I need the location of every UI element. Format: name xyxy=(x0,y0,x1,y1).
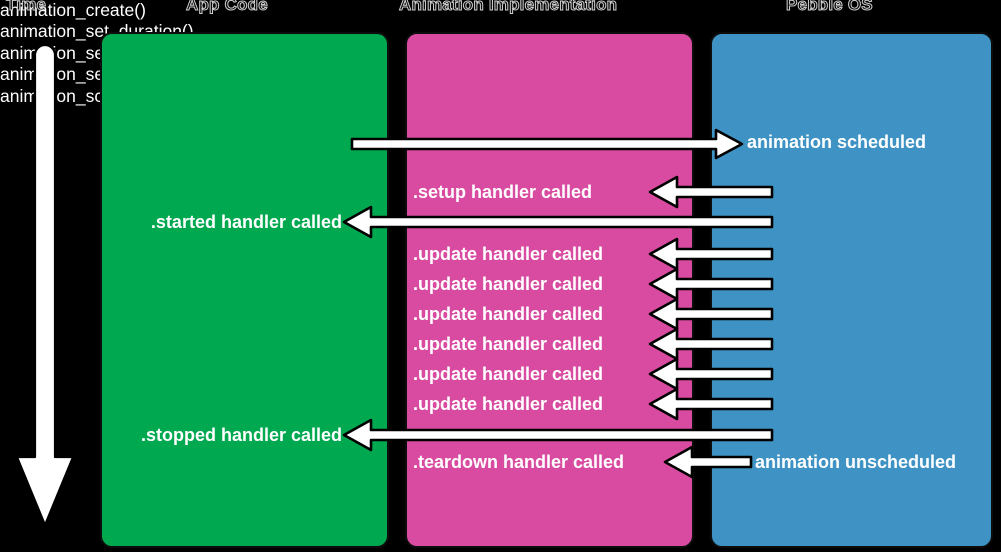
arrow-update-handler-3 xyxy=(648,297,774,331)
time-down-arrow-icon xyxy=(17,43,75,527)
arrow-update-handler-5 xyxy=(648,357,774,391)
column-header-time-label: Time xyxy=(5,0,47,15)
label-animation-unscheduled: animation unscheduled xyxy=(755,452,957,472)
arrow-update-handler-1 xyxy=(648,237,774,271)
lane-app-code xyxy=(100,32,389,548)
label-teardown-handler: .teardown handler called xyxy=(413,452,625,472)
label-update-handler-3: .update handler called xyxy=(413,304,604,324)
column-header-pebble-os: Pebble OS xyxy=(786,0,874,15)
arrow-started-handler xyxy=(342,205,774,239)
column-header-pebble-os-label: Pebble OS xyxy=(786,0,874,15)
arrow-stopped-handler xyxy=(342,418,774,452)
label-stopped-handler: .stopped handler called xyxy=(140,425,342,445)
label-update-handler-4: .update handler called xyxy=(413,334,604,354)
arrow-teardown-handler xyxy=(663,445,753,479)
label-animation-scheduled: animation scheduled xyxy=(747,132,927,152)
column-header-time: Time xyxy=(5,0,47,15)
label-started-handler: .started handler called xyxy=(150,212,342,232)
lane-animation-implementation xyxy=(405,32,694,548)
column-header-animation-implementation: Animation Implementation xyxy=(398,0,618,15)
column-header-app-code: App Code xyxy=(186,0,269,15)
app-call-item: animation_create() xyxy=(0,0,146,20)
arrow-update-handler-4 xyxy=(648,327,774,361)
label-update-handler-6: .update handler called xyxy=(413,394,604,414)
label-update-handler-1: .update handler called xyxy=(413,244,604,264)
column-header-animation-implementation-label: Animation Implementation xyxy=(398,0,618,15)
label-update-handler-5: .update handler called xyxy=(413,364,604,384)
label-update-handler-2: .update handler called xyxy=(413,274,604,294)
label-setup-handler: .setup handler called xyxy=(413,182,593,202)
arrow-update-handler-2 xyxy=(648,267,774,301)
arrow-animation-scheduled xyxy=(350,128,744,160)
column-header-app-code-label: App Code xyxy=(186,0,269,15)
arrow-setup-handler xyxy=(648,175,774,209)
arrow-update-handler-6 xyxy=(648,387,774,421)
